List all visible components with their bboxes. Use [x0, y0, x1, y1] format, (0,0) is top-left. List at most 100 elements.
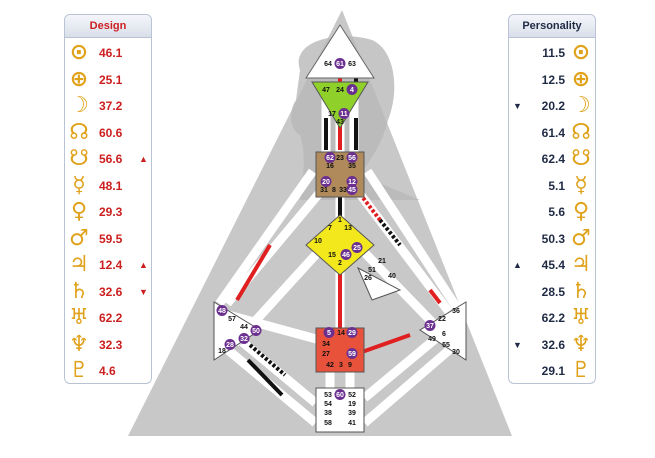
gate-label: 56	[348, 155, 356, 162]
planet-value: 20.2	[541, 99, 565, 113]
gate-label: 22	[438, 316, 446, 323]
mars-icon: ♂	[571, 225, 591, 251]
design-title: Design	[65, 15, 151, 38]
planet-row: ♂59.5	[65, 226, 151, 251]
gate-activated-marker	[238, 333, 250, 344]
moon-icon: ☽	[571, 93, 591, 118]
personality-title: Personality	[509, 15, 595, 38]
gate-activated-marker	[320, 176, 332, 187]
gate-label: 10	[314, 238, 322, 245]
design-panel: Design ⊙46.1⊕ 25.1 ☽ 37.2 ☊60.6☋ 56.6 ▲ ☿ 48.1 ♀2…	[64, 14, 152, 384]
gate-label: 18	[218, 348, 226, 355]
planet-value: 11.5	[542, 46, 565, 60]
planet-row: ♇4.6	[65, 359, 151, 383]
planet-value: 45.4	[541, 258, 565, 272]
jupiter-icon: ♃	[69, 252, 89, 277]
gate-label: 2	[338, 260, 342, 267]
gate-label: 27	[322, 351, 330, 358]
planet-value: 48.1	[99, 178, 123, 193]
gate-label: 46	[342, 252, 350, 259]
planet-row: ☿5.1	[509, 173, 595, 198]
exalted-arrow-icon: ▲	[139, 260, 148, 270]
planet-row: ☽ 37.2	[65, 94, 151, 118]
gate-label: 21	[378, 258, 386, 265]
saturn-icon: ♄	[571, 278, 591, 304]
gate-label: 36	[452, 308, 460, 315]
planet-row: ♀ 5.6	[509, 200, 595, 224]
gate-label: 55	[442, 342, 450, 349]
gate-label: 13	[344, 225, 352, 232]
planet-row: ♃45.4▲	[509, 253, 595, 277]
gate-label: 7	[328, 225, 332, 232]
gate-label: 31	[320, 187, 328, 194]
personality-panel: Personality ⊙11.5⊕12.5☽20.2▼☊61.4☋62.4☿5…	[508, 14, 596, 384]
uranus-icon: ♅	[69, 305, 89, 330]
gate-activated-marker	[351, 242, 363, 253]
earth-icon: ⊕	[69, 66, 89, 92]
planet-row: ⊕ 12.5	[509, 66, 595, 92]
gate-label: 60	[336, 392, 344, 399]
venus-icon: ♀	[70, 199, 88, 224]
gate-label: 20	[322, 179, 330, 186]
solar-plexus-center	[419, 301, 467, 361]
gate-label: 16	[326, 163, 334, 170]
planet-row: ♇ 29.1	[509, 359, 595, 383]
gate-label: 62	[326, 155, 334, 162]
gate-label: 61	[336, 61, 344, 68]
gate-activated-marker	[323, 327, 335, 338]
planet-value: 5.1	[548, 178, 565, 193]
pluto-icon: ♇	[69, 358, 89, 383]
planet-value: 29.1	[541, 364, 565, 378]
earth-icon: ⊕	[571, 66, 591, 92]
planet-value: 32.3	[99, 337, 123, 352]
neptune-icon: ♆	[571, 331, 591, 357]
south-node-icon: ☋	[571, 146, 591, 171]
gate-label: 4	[350, 87, 354, 94]
gate-label: 11	[340, 111, 348, 118]
gate-activated-marker	[346, 152, 358, 163]
exalted-arrow-icon: ▲	[139, 154, 148, 164]
planet-row: ☋ 56.6 ▲	[65, 147, 151, 171]
mercury-icon: ☿	[72, 172, 86, 198]
planet-value: 5.6	[548, 205, 565, 219]
gate-label: 59	[348, 351, 356, 358]
venus-icon: ♀	[572, 199, 590, 224]
sun-icon: ⊙	[69, 40, 89, 65]
gate-label: 23	[336, 155, 344, 162]
gate-activated-marker	[216, 305, 228, 316]
gate-label: 28	[226, 342, 234, 349]
planet-row: ☽20.2▼	[509, 94, 595, 118]
planet-row: ♃12.4▲	[65, 253, 151, 277]
planet-value: 32.6	[541, 337, 565, 352]
north-node-icon: ☊	[571, 119, 591, 145]
gate-activated-marker	[338, 108, 350, 119]
gate-label: 38	[324, 410, 332, 417]
gate-label: 8	[332, 187, 336, 194]
g-center	[305, 214, 375, 276]
planet-value: 37.2	[99, 99, 123, 113]
planet-value: 25.1	[99, 72, 123, 87]
gate-label: 58	[324, 420, 332, 427]
planet-row: ♅62.2	[509, 306, 595, 330]
planet-row: ⊙46.1	[65, 41, 151, 65]
gate-label: 35	[348, 163, 356, 170]
gate-activated-marker	[346, 84, 358, 95]
planet-value: 56.6	[99, 152, 123, 166]
gate-activated-marker	[340, 249, 352, 260]
gate-label: 14	[337, 330, 345, 337]
moon-icon: ☽	[69, 93, 89, 118]
gate-label: 1	[338, 217, 342, 224]
planet-row: ♅62.2	[65, 306, 151, 330]
planet-row: ☊60.6	[65, 120, 151, 145]
gate-activated-marker	[250, 325, 262, 336]
planet-value: 50.3	[541, 231, 565, 246]
planet-value: 12.5	[541, 72, 565, 87]
planet-row: ⊕ 25.1	[65, 66, 151, 92]
gate-activated-marker	[334, 58, 346, 69]
gate-label: 3	[339, 362, 343, 369]
planet-row: ♀29.3	[65, 200, 151, 224]
pluto-icon: ♇	[571, 358, 591, 383]
gate-label: 37	[426, 323, 434, 330]
planet-value: 28.5	[541, 284, 565, 299]
south-node-icon: ☋	[69, 146, 89, 171]
